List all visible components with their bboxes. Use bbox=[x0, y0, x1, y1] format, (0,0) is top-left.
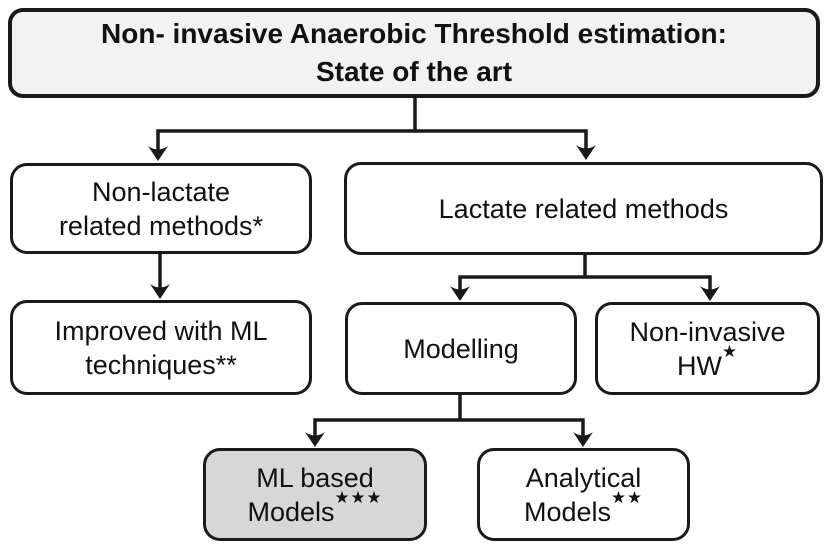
node-label-line: techniques** bbox=[85, 349, 237, 380]
arrowhead-to-analytical bbox=[573, 432, 593, 447]
node-label-line: Analytical bbox=[525, 462, 642, 493]
node-analytical-models: Analytical Models★★ bbox=[477, 448, 690, 541]
star-superscript: ★ bbox=[721, 341, 738, 361]
node-label-line: Modelling bbox=[403, 333, 519, 364]
connector-shafts bbox=[156, 95, 712, 440]
node-non-lactate-methods: Non-lactate related methods* bbox=[10, 163, 312, 254]
arrowhead-to-lactate bbox=[576, 145, 596, 160]
node-label-line: ML based bbox=[256, 462, 374, 493]
node-label-line: Non-invasive bbox=[629, 316, 786, 347]
arrowhead-to-ml-models bbox=[305, 432, 325, 447]
node-label-line: HW★ bbox=[677, 343, 738, 383]
node-title: Non- invasive Anaerobic Threshold estima… bbox=[8, 8, 820, 98]
node-label-text: HW bbox=[677, 350, 722, 381]
node-label-line: Lactate related methods bbox=[438, 193, 729, 224]
node-label-line: Models★★★ bbox=[247, 489, 382, 529]
node-non-invasive-hw: Non-invasive HW★ bbox=[595, 302, 820, 395]
node-label-line: Improved with ML bbox=[54, 315, 268, 346]
node-label-text: Models bbox=[523, 496, 612, 527]
node-label-line: Non-lactate bbox=[91, 176, 231, 207]
node-improved-with-ml: Improved with ML techniques** bbox=[10, 300, 312, 395]
node-label-text: Models bbox=[247, 496, 335, 527]
star-superscript: ★★★ bbox=[334, 487, 383, 507]
node-label-line: Models★★ bbox=[523, 489, 643, 529]
node-lactate-methods: Lactate related methods bbox=[344, 162, 823, 255]
node-label-line: related methods* bbox=[58, 210, 264, 241]
node-ml-based-models: ML based Models★★★ bbox=[203, 448, 427, 541]
arrowhead-to-modelling bbox=[450, 286, 470, 301]
title-line-2: State of the art bbox=[315, 56, 513, 87]
star-superscript: ★★ bbox=[611, 487, 644, 507]
arrowhead-to-improved-ml bbox=[150, 284, 170, 299]
arrowhead-to-non-invasive-hw bbox=[700, 286, 720, 301]
arrowhead-to-non-lactate bbox=[148, 146, 168, 161]
title-line-1: Non- invasive Anaerobic Threshold estima… bbox=[101, 18, 727, 49]
node-modelling: Modelling bbox=[345, 302, 577, 395]
